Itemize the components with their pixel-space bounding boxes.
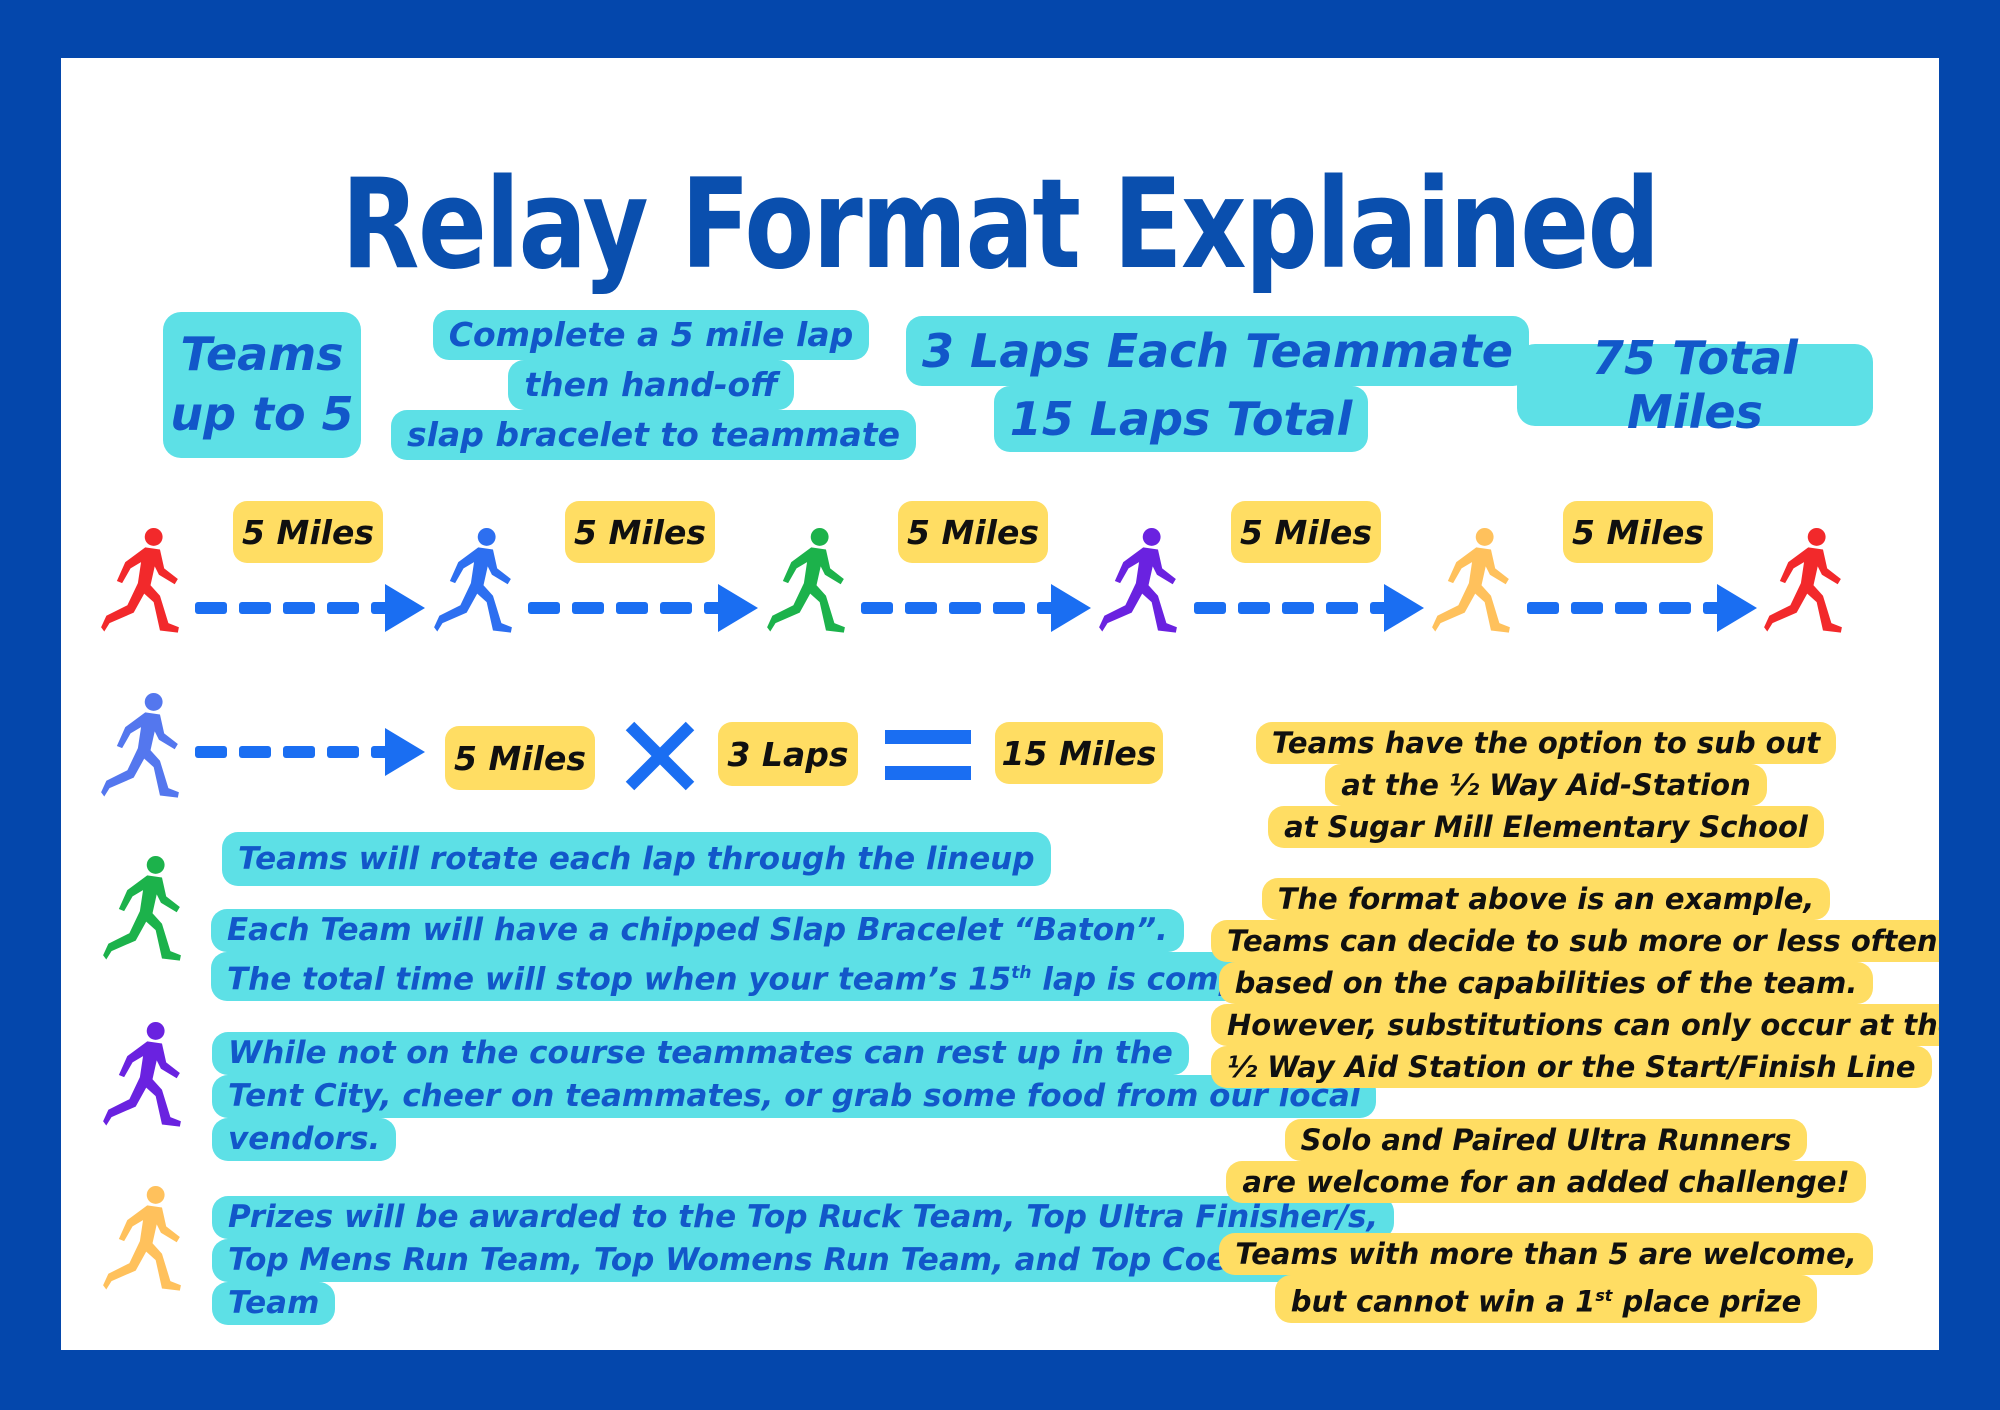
equation-miles-label: 5 Miles <box>445 726 595 790</box>
note-format-line-3: based on the capabilities of the team. <box>1218 962 1874 1004</box>
equation-arrow-icon <box>195 728 425 776</box>
relay-leg-label-2: 5 Miles <box>565 501 715 563</box>
laps-line-1: 3 Laps Each Teammate <box>906 316 1529 386</box>
runner-icon-relay-2 <box>434 527 512 633</box>
teams-line-2: up to 5 <box>170 387 354 441</box>
relay-arrow-icon-5 <box>1527 584 1757 632</box>
relay-leg-label-3: 5 Miles <box>898 501 1048 563</box>
relay-arrow-icon-1 <box>195 584 425 632</box>
relay-leg-label-1: 5 Miles <box>233 501 383 563</box>
note-rest-line-1: While not on the course teammates can re… <box>212 1032 1189 1075</box>
note-more-line-2-sup: st <box>1595 1286 1613 1305</box>
note-sub: Teams have the option to sub out at the … <box>1211 722 1881 848</box>
note-prizes-line-2: Top Mens Run Team, Top Womens Run Team, … <box>212 1239 1343 1282</box>
relay-leg-label-5: 5 Miles <box>1563 501 1713 563</box>
relay-leg-label-4: 5 Miles <box>1231 501 1381 563</box>
runner-icon-relay-1 <box>101 527 179 633</box>
note-baton-line-2: The total time will stop when your team’… <box>211 952 1347 1002</box>
runner-icon-relay-5 <box>1432 527 1510 633</box>
teams-line-1: Teams <box>180 327 344 382</box>
note-more-line-1: Teams with more than 5 are welcome, <box>1219 1233 1873 1275</box>
total-miles-box: 75 Total Miles <box>1517 331 1873 439</box>
note-rest: While not on the course teammates can re… <box>212 1032 1377 1161</box>
note-sub-line-1: Teams have the option to sub out <box>1255 722 1837 764</box>
note-baton-line-2-a: The total time will stop when your team’… <box>227 961 1012 998</box>
note-rest-line-2: Tent City, cheer on teammates, or grab s… <box>212 1075 1377 1118</box>
page-title: Relay Format Explained <box>341 153 1660 297</box>
relay-arrow-icon-2 <box>528 584 758 632</box>
laps-box: 3 Laps Each Teammate 15 Laps Total <box>906 311 1529 457</box>
note-prizes-line-3: Team <box>212 1282 336 1325</box>
note-more-line-2-b: place prize <box>1612 1284 1802 1319</box>
equals-icon <box>885 730 971 780</box>
note-rest-line-3: vendors. <box>212 1118 397 1161</box>
lap-box: Complete a 5 mile lap then hand-off slap… <box>391 305 916 465</box>
runner-icon-relay-3 <box>767 527 845 633</box>
note-format-line-5: ½ Way Aid Station or the Start/Finish Li… <box>1211 1046 1932 1088</box>
runner-icon-equation <box>101 692 179 798</box>
note-format: The format above is an example, Teams ca… <box>1211 878 1939 1088</box>
note-format-line-1: The format above is an example, <box>1261 878 1831 920</box>
note-more: Teams with more than 5 are welcome, but … <box>1211 1233 1881 1323</box>
total-miles: 75 Total Miles <box>1592 331 1798 439</box>
note-sub-line-2: at the ½ Way Aid-Station <box>1325 764 1767 806</box>
equation-laps-label: 3 Laps <box>718 722 858 786</box>
note-ultra-line-2: are welcome for an added challenge! <box>1226 1161 1866 1203</box>
note-baton: Each Team will have a chipped Slap Brace… <box>211 909 1347 1002</box>
runner-icon-relay-4 <box>1099 527 1177 633</box>
note-sub-line-3: at Sugar Mill Elementary School <box>1268 806 1824 848</box>
note-ultra-line-1: Solo and Paired Ultra Runners <box>1284 1119 1808 1161</box>
equation-result-label: 15 Miles <box>995 722 1163 784</box>
runner-icon-note-1 <box>103 855 181 961</box>
note-prizes-line-1: Prizes will be awarded to the Top Ruck T… <box>212 1196 1395 1239</box>
relay-arrow-icon-3 <box>861 584 1091 632</box>
poster-frame: Relay Format Explained Teams up to 5 Com… <box>61 58 1939 1350</box>
note-rotate: Teams will rotate each lap through the l… <box>222 832 1051 886</box>
note-baton-line-1: Each Team will have a chipped Slap Brace… <box>211 909 1184 952</box>
note-more-line-2-a: but cannot win a 1 <box>1290 1284 1596 1319</box>
note-rotate-text: Teams will rotate each lap through the l… <box>222 832 1051 886</box>
note-format-line-2: Teams can decide to sub more or less oft… <box>1211 920 1939 962</box>
note-prizes: Prizes will be awarded to the Top Ruck T… <box>212 1196 1395 1325</box>
runner-icon-note-2 <box>103 1021 181 1127</box>
multiply-icon <box>625 721 695 791</box>
lap-line-3: slap bracelet to teammate <box>391 410 916 460</box>
note-more-line-2: but cannot win a 1st place prize <box>1274 1275 1818 1323</box>
note-ultra: Solo and Paired Ultra Runners are welcom… <box>1211 1119 1881 1203</box>
note-format-line-4: However, substitutions can only occur at… <box>1211 1004 1939 1046</box>
lap-line-2: then hand-off <box>508 360 794 410</box>
lap-line-1: Complete a 5 mile lap <box>432 310 870 360</box>
runner-icon-relay-6 <box>1764 527 1842 633</box>
laps-line-2: 15 Laps Total <box>993 386 1369 452</box>
runner-icon-note-3 <box>103 1185 181 1291</box>
teams-box: Teams up to 5 <box>163 312 361 458</box>
relay-arrow-icon-4 <box>1194 584 1424 632</box>
note-baton-line-2-sup: th <box>1011 963 1032 983</box>
